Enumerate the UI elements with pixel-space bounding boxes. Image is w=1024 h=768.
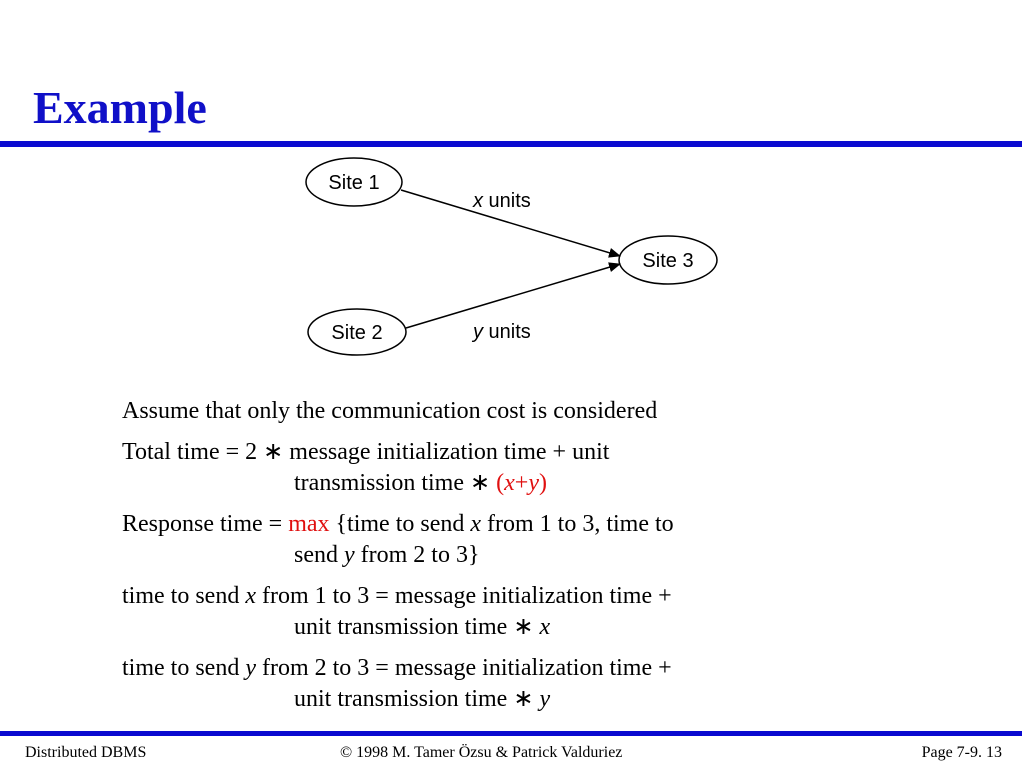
title-divider [0, 141, 1022, 147]
site2-label: Site 2 [331, 322, 382, 344]
total-time-formula: Total time = 2 ∗ message initialization … [122, 439, 610, 496]
send-y-time-formula: time to send y from 2 to 3 = message ini… [122, 655, 672, 712]
x-units-label: x units [472, 190, 531, 212]
y-units-label: y units [471, 321, 531, 343]
footer-course: Distributed DBMS [25, 744, 147, 761]
arrow-site2-to-site3 [405, 262, 621, 329]
site-communication-diagram: Site 1 Site 2 Site 3 x units y units [305, 157, 718, 356]
footer-page-number: Page 7-9. 13 [921, 744, 1002, 761]
slide-body: Assume that only the communication cost … [122, 396, 912, 725]
send-x-time-formula: time to send x from 1 to 3 = message ini… [122, 583, 672, 640]
slide-title: Example [33, 82, 207, 133]
arrow-site1-to-site3 [400, 189, 621, 258]
site1-label: Site 1 [328, 172, 379, 194]
response-time-formula: Response time = max {time to send x from… [122, 511, 674, 568]
site3-node: Site 3 [618, 235, 718, 285]
footer-divider [0, 731, 1022, 736]
site1-node: Site 1 [305, 157, 403, 207]
site3-label: Site 3 [642, 250, 693, 272]
assumption-text: Assume that only the communication cost … [122, 398, 658, 424]
footer-copyright: © 1998 M. Tamer Özsu & Patrick Valduriez [340, 744, 623, 761]
site2-node: Site 2 [307, 308, 407, 356]
